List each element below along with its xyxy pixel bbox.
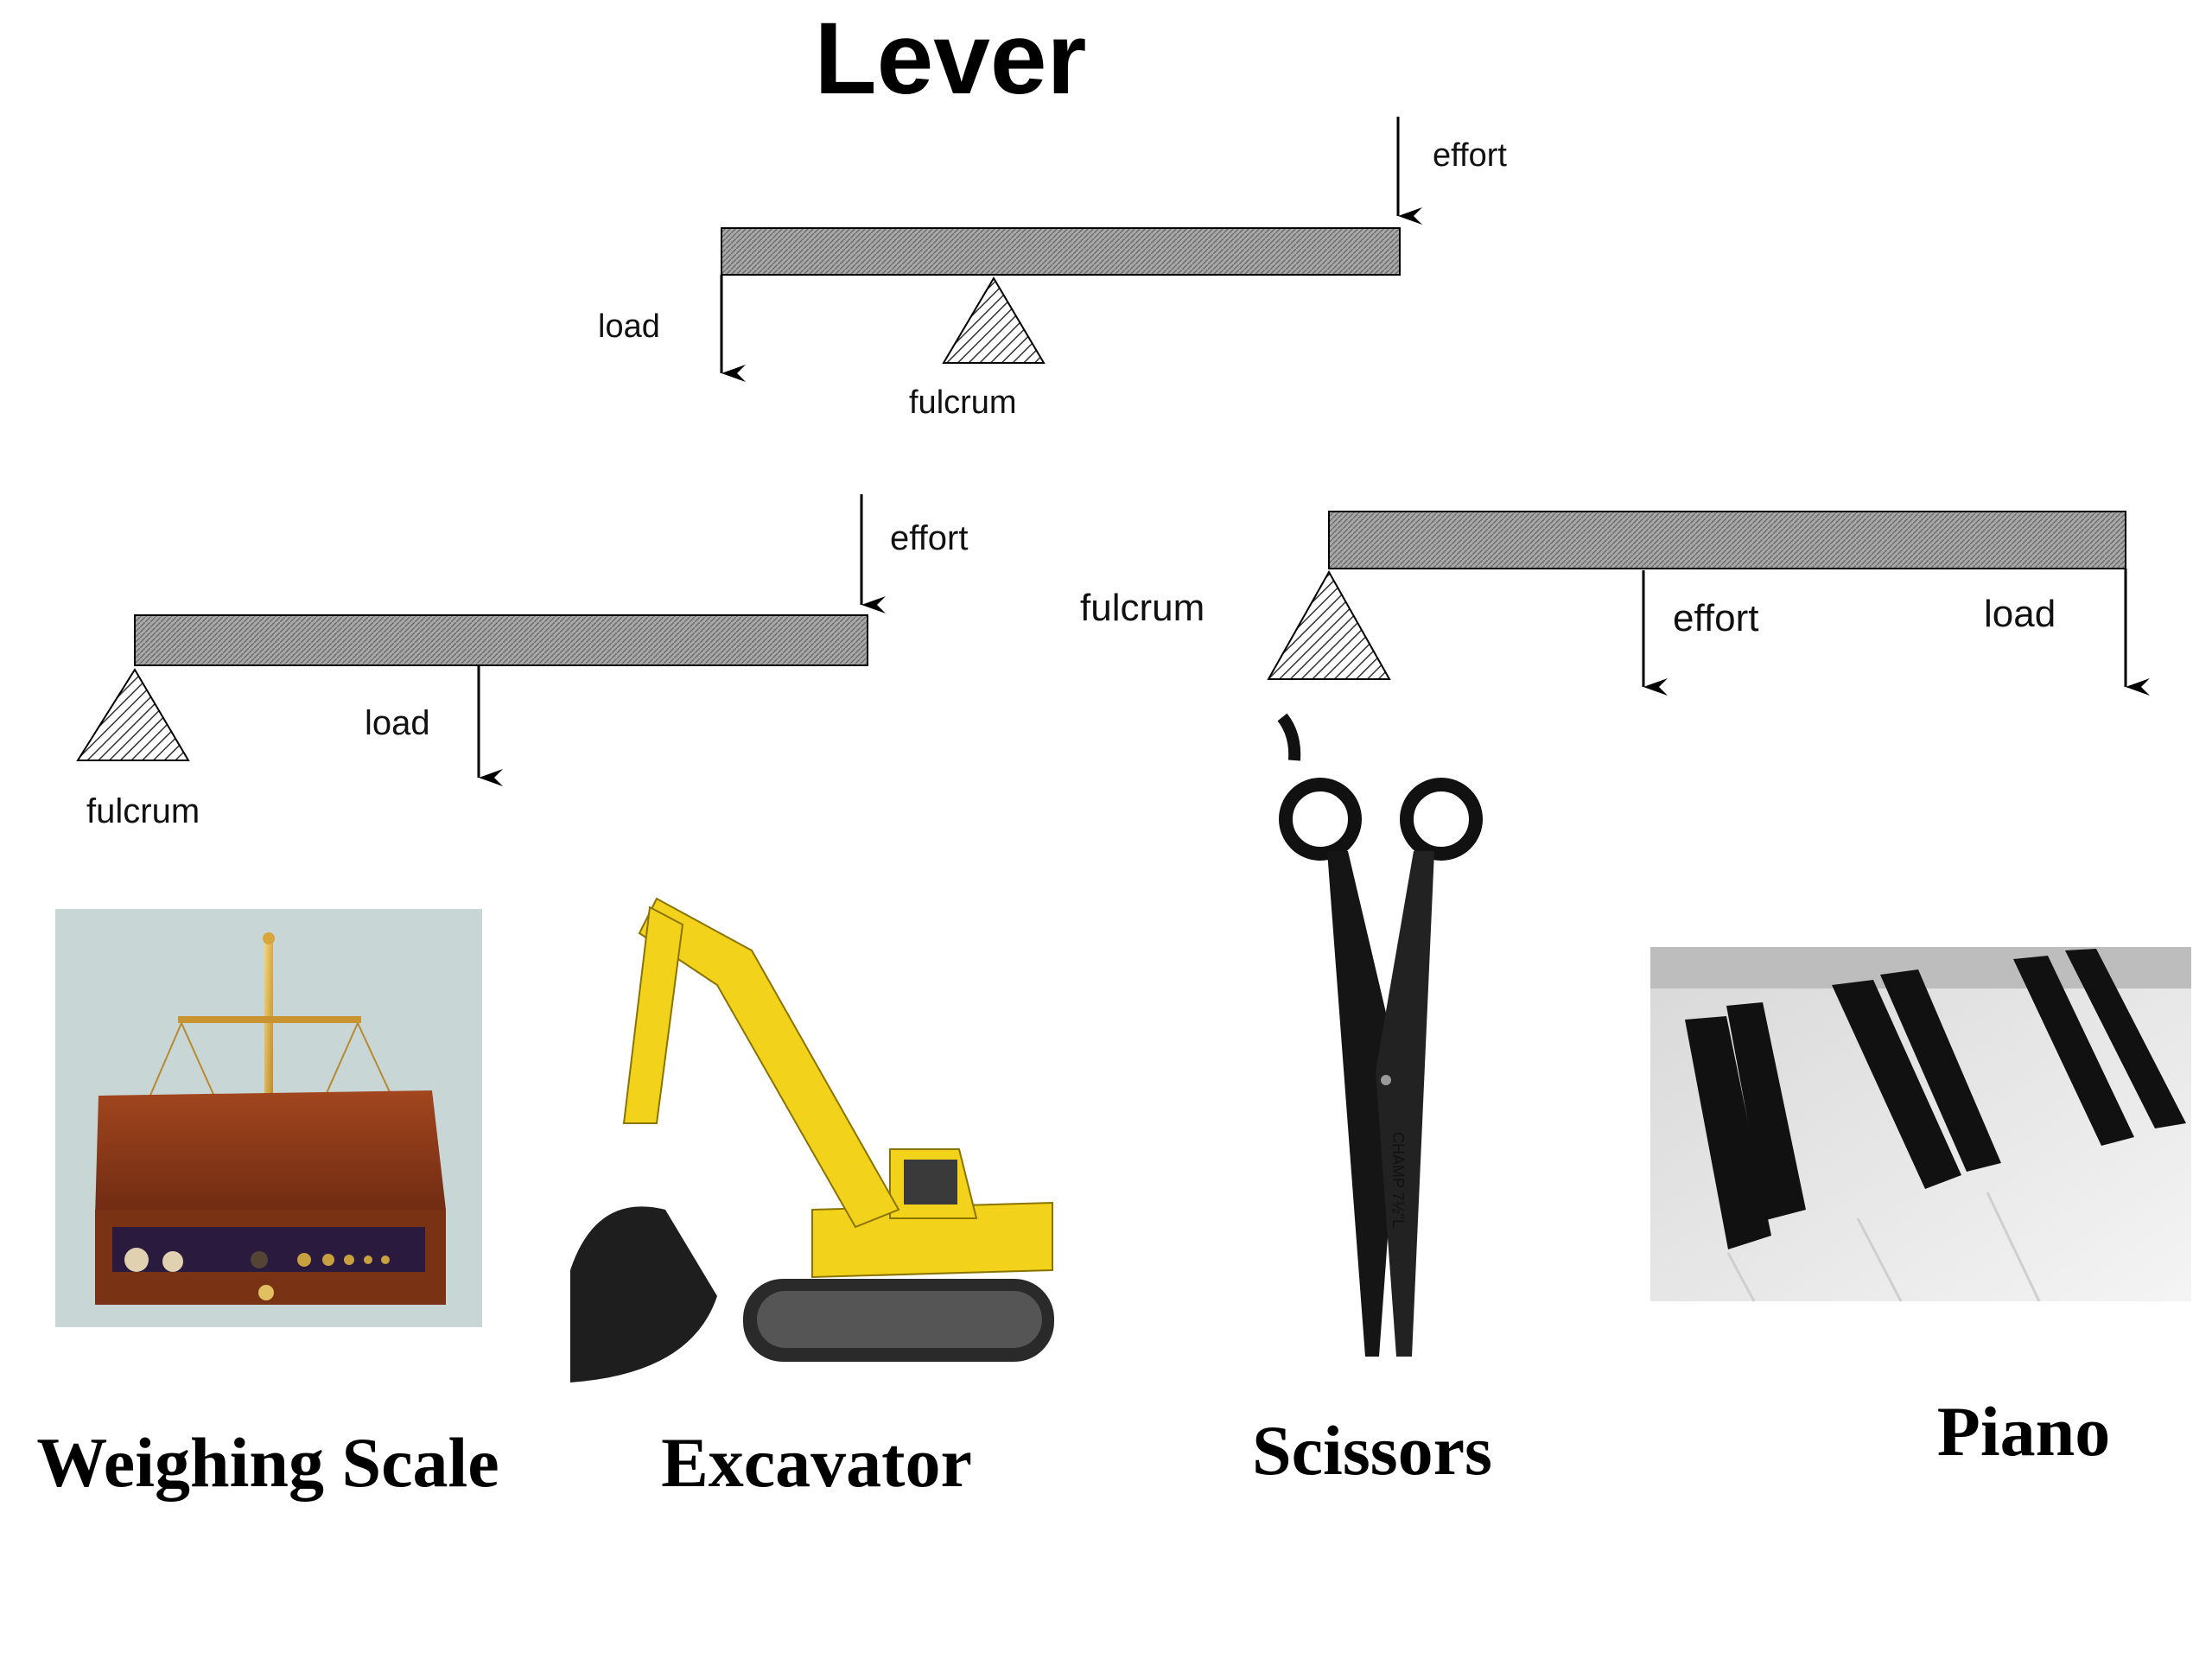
fulcrum-label: fulcrum: [86, 792, 200, 830]
lever-beam: [1328, 511, 2126, 569]
fulcrum-triangle: [76, 668, 190, 761]
scissors-image: CHAMP 7½"L: [1277, 713, 1483, 1357]
load-label: load: [1984, 593, 2056, 635]
load-label: load: [598, 308, 660, 345]
caption-scissors: Scissors: [1252, 1411, 1492, 1490]
piano-keys-image: [1650, 947, 2191, 1302]
lever-diagram-class3: fulcrum effort load: [1080, 511, 2150, 696]
lever-diagram-class2: effort load fulcrum: [76, 494, 968, 830]
fulcrum-triangle: [942, 276, 1046, 364]
lever-diagram-class1: effort load fulcrum: [598, 117, 1507, 421]
effort-label: effort: [1673, 597, 1758, 639]
page-title: Lever: [815, 2, 1087, 116]
caption-piano: Piano: [1937, 1392, 2110, 1471]
caption-excavator: Excavator: [661, 1423, 972, 1502]
fulcrum-label: fulcrum: [909, 385, 1017, 421]
scissors-brand-text: CHAMP 7½"L: [1389, 1132, 1407, 1228]
weighing-scale-image: [55, 909, 482, 1327]
caption-weighing-scale: Weighing Scale: [36, 1423, 499, 1502]
load-label: load: [365, 704, 430, 742]
fulcrum-label: fulcrum: [1080, 587, 1205, 629]
fulcrum-triangle: [1267, 569, 1391, 680]
effort-label: effort: [1433, 137, 1507, 174]
excavator-image: [570, 897, 1054, 1382]
effort-label: effort: [890, 519, 968, 557]
lever-beam: [721, 227, 1401, 276]
lever-beam: [134, 614, 868, 666]
